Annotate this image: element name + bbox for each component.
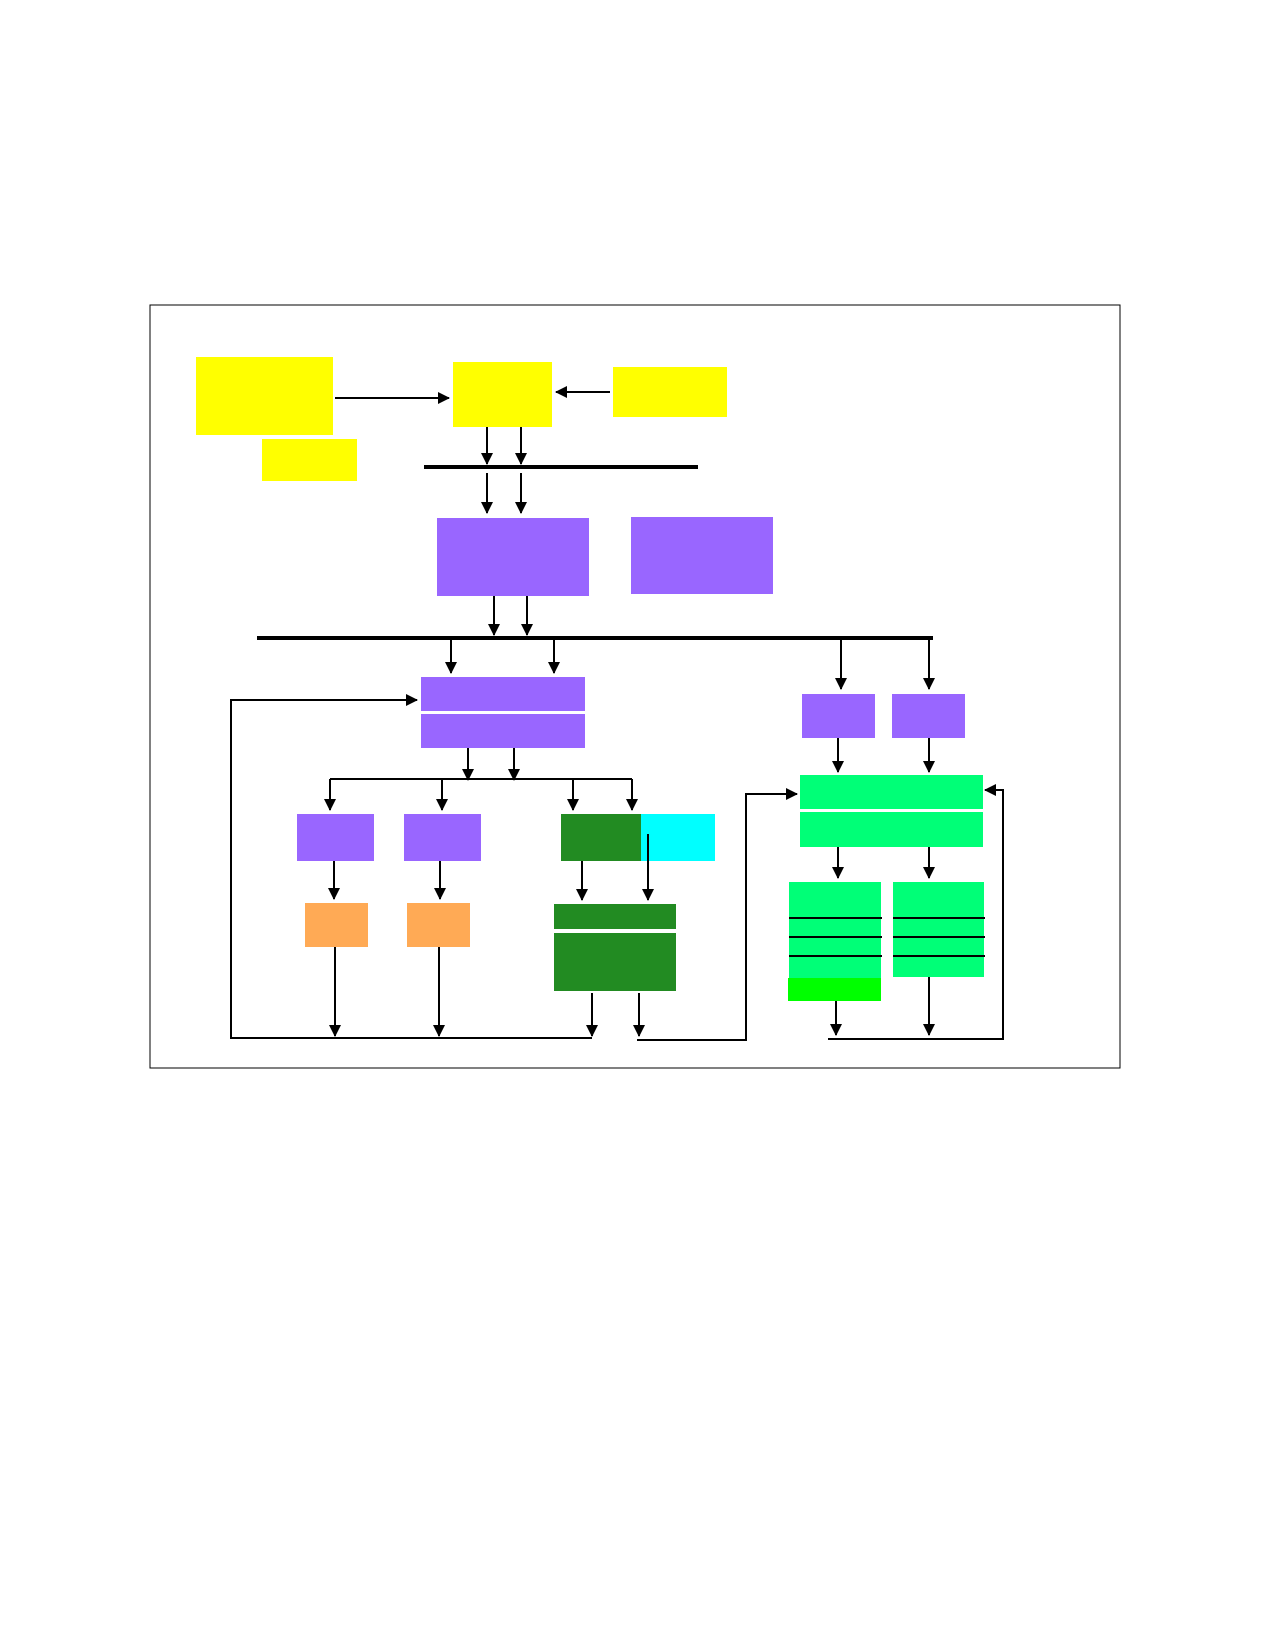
violet-box-small-2 [404,814,481,861]
yellow-box-top-center [453,362,552,427]
spring-green-stack-left [789,882,881,978]
cyan-box [641,814,715,861]
orange-box-1 [305,903,368,947]
spring-green-stack-right [893,882,984,977]
dark-green-box-small [561,814,641,861]
violet-box-small-1 [297,814,374,861]
dark-green-box-split [554,904,676,991]
yellow-box-small-left [262,439,357,481]
orange-box-2 [407,903,470,947]
diagram-frame [149,304,1121,1069]
spring-green-box-split-divider [800,809,983,812]
violet-box-right [631,517,773,594]
lime-box-bottom [788,978,881,1001]
yellow-box-top-right [613,367,727,417]
violet-box-split-center-divider [421,711,585,714]
violet-box-right-small-2 [892,694,965,738]
connectors [230,386,1004,1041]
violet-box-right-small-1 [802,694,875,738]
yellow-box-top-left [196,357,333,435]
violet-box-center [437,518,589,596]
stack-dividers [789,917,985,957]
dark-green-box-split-divider [554,929,676,933]
